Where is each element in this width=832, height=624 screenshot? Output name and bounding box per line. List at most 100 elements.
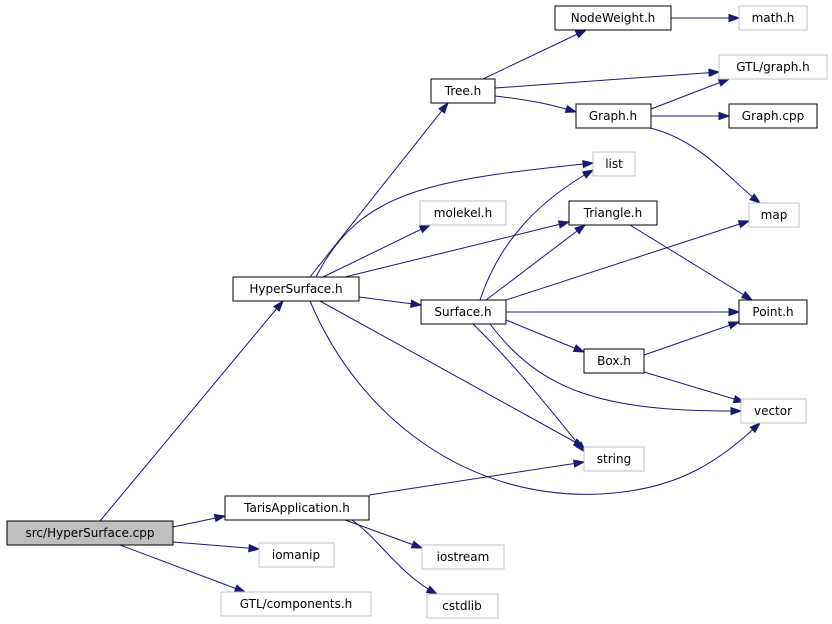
edge-hypersurface-to-vector (309, 300, 762, 495)
node-map[interactable]: map (748, 202, 800, 228)
edge-hypersurface-to-tree (309, 101, 449, 278)
node-label: TarisApplication.h (243, 501, 350, 515)
edge-taris-to-iostream (344, 519, 424, 549)
edge-line (309, 102, 449, 278)
node-triangle[interactable]: Triangle.h (568, 200, 658, 226)
arrowhead (575, 441, 586, 454)
arrowhead (740, 290, 754, 301)
node-point[interactable]: Point.h (738, 299, 808, 325)
edge-graphh-to-graphcpp (651, 111, 731, 121)
edge-line (172, 541, 260, 550)
edge-root-to-hypersurface (99, 299, 284, 522)
arrowhead (410, 299, 423, 308)
node-nodeweight[interactable]: NodeWeight.h (554, 5, 672, 31)
node-label: Surface.h (434, 305, 491, 319)
edge-line (368, 461, 585, 496)
edge-line (505, 220, 750, 301)
node-label: GTL/graph.h (736, 60, 809, 74)
arrowhead (749, 421, 762, 434)
node-label: HyperSurface.h (249, 282, 342, 296)
edge-line (649, 127, 761, 204)
node-gtlgraph[interactable]: GTL/graph.h (718, 54, 828, 80)
arrowhead (749, 193, 762, 204)
node-cstdlib[interactable]: cstdlib (426, 593, 499, 619)
edge-line (643, 371, 745, 403)
node-tree[interactable]: Tree.h (430, 78, 496, 104)
node-graphh[interactable]: Graph.h (575, 103, 652, 129)
node-graphcpp[interactable]: Graph.cpp (728, 103, 818, 129)
edge-hypersurface-to-molekel (322, 224, 432, 278)
edge-box-to-vector (643, 371, 746, 404)
arrowhead (728, 13, 741, 23)
node-box[interactable]: Box.h (583, 348, 645, 374)
arrowhead (581, 169, 595, 179)
arrowhead (410, 540, 424, 549)
arrowhead (582, 159, 595, 169)
node-label: Triangle.h (583, 206, 643, 220)
edge-surface-to-triangle (485, 224, 587, 301)
node-label: Graph.h (589, 109, 637, 123)
node-label: Box.h (597, 354, 631, 368)
node-surface[interactable]: Surface.h (420, 299, 507, 325)
node-string[interactable]: string (583, 446, 645, 472)
edge-root-to-taris (172, 514, 227, 528)
arrowhead (425, 585, 439, 595)
node-label: Tree.h (444, 84, 481, 98)
edge-line (319, 300, 585, 448)
arrowhead (438, 101, 449, 114)
edge-triangle-to-point (629, 224, 754, 301)
node-label: list (605, 157, 623, 171)
edge-line (322, 224, 431, 278)
arrowhead (273, 299, 284, 312)
edge-tree-to-gtlgraph (494, 68, 721, 89)
edge-line (119, 544, 246, 593)
node-label: math.h (752, 11, 795, 25)
arrowhead (418, 224, 432, 234)
edge-line (309, 300, 761, 495)
edge-surface-to-box (505, 319, 586, 353)
node-gtlcomp[interactable]: GTL/components.h (220, 591, 372, 617)
node-label: map (761, 208, 788, 222)
edge-hypersurface-to-list (315, 159, 595, 278)
edge-graphh-to-map (649, 127, 762, 204)
edge-line (482, 29, 587, 80)
node-label: iomanip (272, 548, 320, 562)
arrowhead (574, 29, 588, 39)
node-vector[interactable]: vector (740, 398, 807, 424)
node-root[interactable]: src/HyperSurface.cpp (6, 520, 174, 546)
arrowhead (730, 406, 743, 416)
edge-graphh-to-gtlgraph (650, 78, 731, 110)
edge-nodeweight-to-mathh (671, 13, 741, 23)
edge-hypersurface-to-surface (358, 296, 423, 308)
edge-line (344, 519, 423, 549)
node-label: string (597, 452, 631, 466)
arrowhead (708, 68, 721, 77)
arrowhead (572, 344, 586, 353)
node-label: NodeWeight.h (571, 11, 656, 25)
edge-line (489, 323, 742, 412)
edge-line (315, 162, 594, 278)
arrowhead (564, 104, 578, 113)
edge-line (472, 323, 586, 453)
arrowhead (718, 111, 731, 121)
node-list[interactable]: list (592, 151, 636, 177)
edge-surface-to-list (479, 169, 595, 301)
edge-line (351, 519, 438, 595)
edge-hypersurface-to-triangle (344, 220, 571, 278)
node-iostream[interactable]: iostream (421, 544, 505, 570)
node-label: Point.h (752, 305, 793, 319)
edge-surface-to-string (472, 323, 586, 454)
edge-line (479, 169, 594, 301)
edge-line (629, 224, 753, 301)
node-molekel[interactable]: molekel.h (419, 200, 507, 226)
node-iomanip[interactable]: iomanip (258, 542, 335, 568)
arrowhead (717, 78, 731, 87)
node-label: molekel.h (434, 206, 492, 220)
node-label: iostream (437, 550, 490, 564)
node-mathh[interactable]: math.h (738, 5, 808, 31)
node-label: Graph.cpp (742, 109, 804, 123)
node-hypersurface[interactable]: HyperSurface.h (232, 276, 360, 302)
arrowhead (248, 543, 261, 553)
node-taris[interactable]: TarisApplication.h (224, 495, 370, 521)
